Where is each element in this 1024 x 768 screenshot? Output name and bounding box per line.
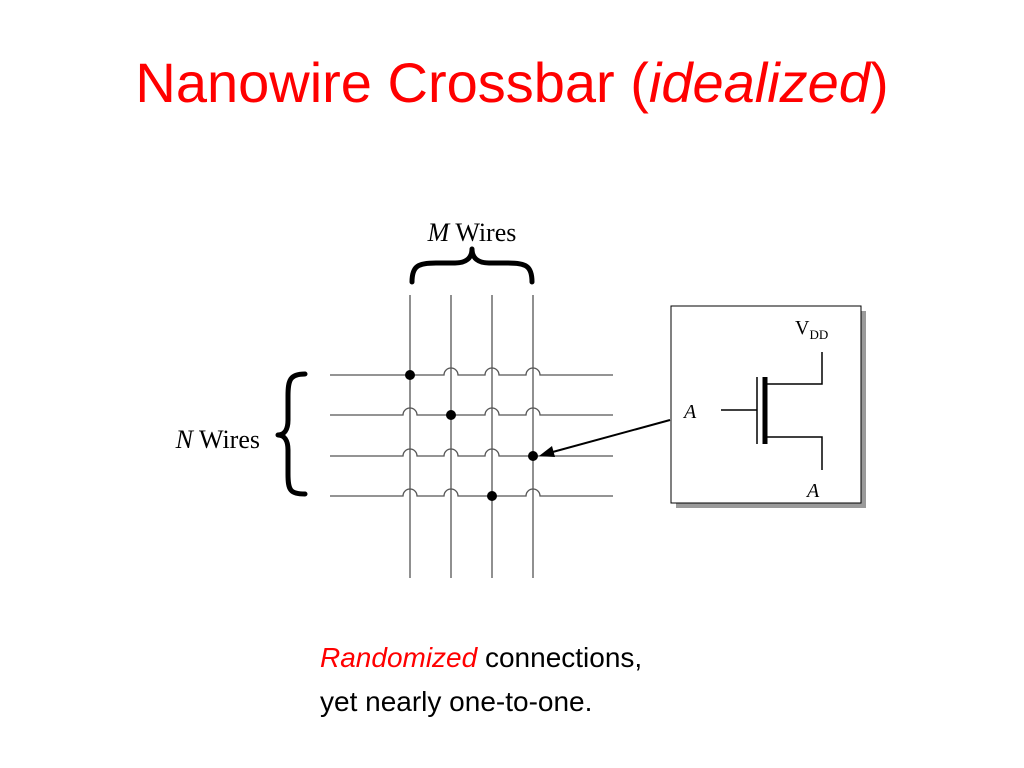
caption-emphasis: Randomized xyxy=(320,642,478,673)
connection-dot-row-4 xyxy=(487,491,497,501)
vdd-sub: DD xyxy=(809,327,828,342)
horizontal-wire-3 xyxy=(330,448,613,457)
slide-title: Nanowire Crossbar (idealized) xyxy=(0,52,1024,114)
title-main: Nanowire Crossbar ( xyxy=(135,51,649,114)
pointer-arrow xyxy=(548,419,671,454)
m-text: Wires xyxy=(449,218,516,247)
horizontal-wire-2 xyxy=(330,407,613,416)
n-wires-label: N Wires xyxy=(175,425,260,454)
transistor-symbol xyxy=(721,352,823,470)
output-label: A xyxy=(805,480,820,502)
crossbar-connections xyxy=(405,370,538,501)
m-var: M xyxy=(427,218,451,247)
vdd-label: VDD xyxy=(795,317,828,342)
connection-dot-row-2 xyxy=(446,410,456,420)
pointer-arrowhead xyxy=(539,446,555,457)
caption: Randomized connections, yet nearly one-t… xyxy=(320,636,642,724)
connection-dot-row-1 xyxy=(405,370,415,380)
caption-line-1-rest: connections, xyxy=(477,642,643,673)
caption-line-2: yet nearly one-to-one. xyxy=(320,686,593,717)
horizontal-wire-4 xyxy=(330,488,613,497)
m-wires-brace xyxy=(409,246,535,285)
title-italic: idealized xyxy=(648,51,870,114)
title-end: ) xyxy=(869,51,889,114)
gate-input-label: A xyxy=(682,401,697,423)
vdd-main: V xyxy=(795,317,810,339)
n-text: Wires xyxy=(193,425,260,454)
n-wires-brace xyxy=(275,371,308,497)
horizontal-wire-1 xyxy=(330,367,613,376)
connection-dot-row-3 xyxy=(528,451,538,461)
crossbar-wires xyxy=(330,295,613,578)
n-var: N xyxy=(175,425,195,454)
m-wires-label: M Wires xyxy=(427,218,517,247)
caption-line-1: Randomized connections, xyxy=(320,636,642,680)
